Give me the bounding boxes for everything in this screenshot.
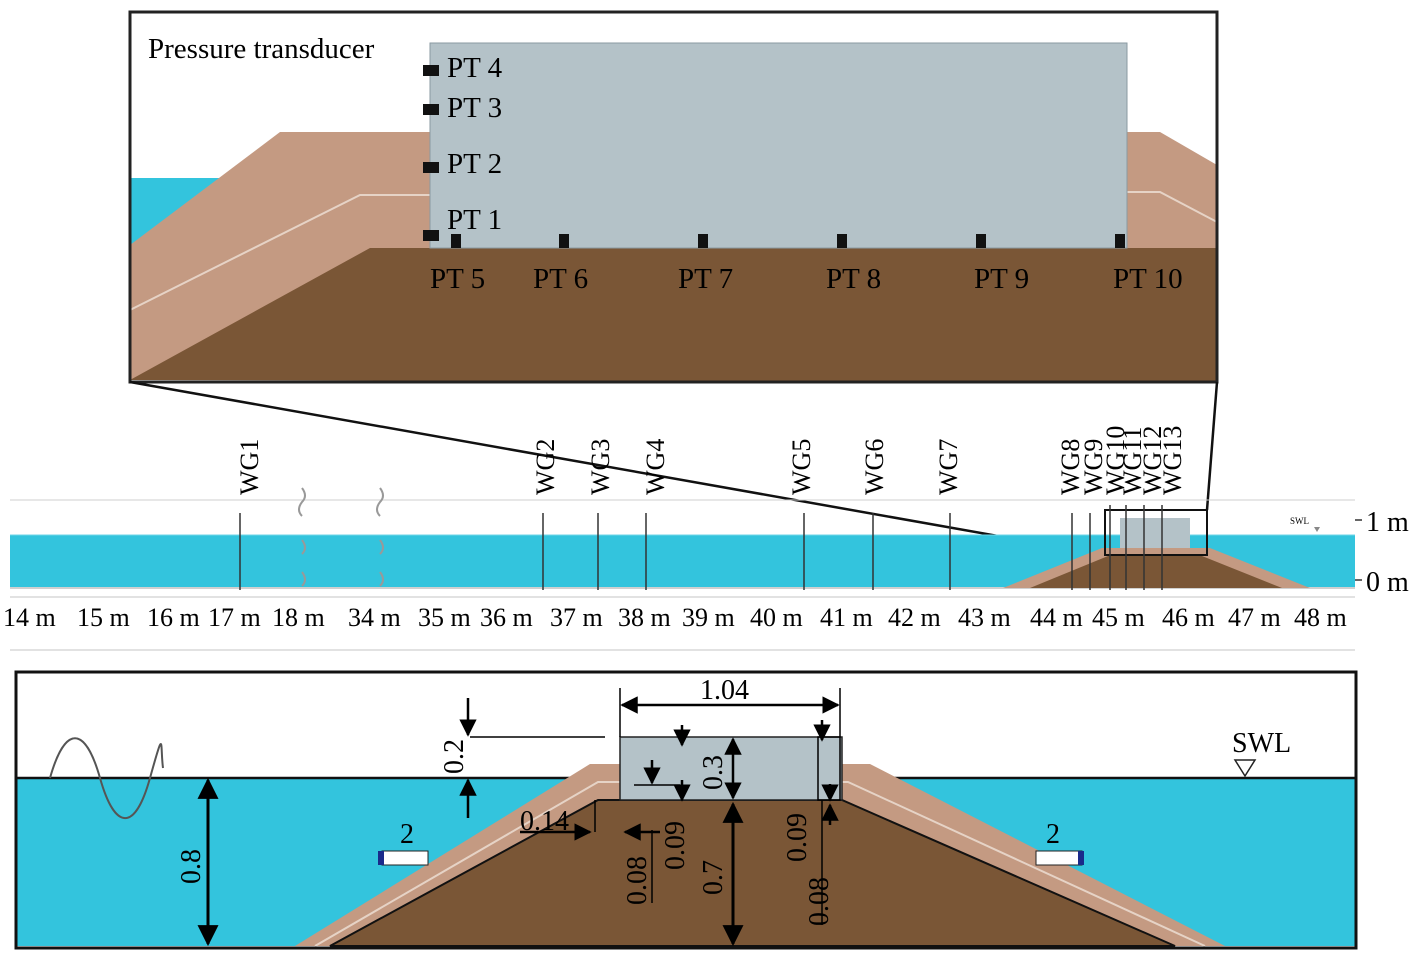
wg1-label: WG1 xyxy=(235,439,264,495)
depth-dim-label: 0.8 xyxy=(176,849,207,884)
tick-39: 39 m xyxy=(682,603,735,632)
base-sensor-group: PT 5 PT 6 PT 7 PT 8 PT 9 PT 10 xyxy=(430,234,1183,295)
tick-17: 17 m xyxy=(208,603,261,632)
pt5-label: PT 5 xyxy=(430,263,485,295)
tick-18: 18 m xyxy=(272,603,325,632)
pt3-label: PT 3 xyxy=(447,92,502,124)
flume-caisson xyxy=(1120,518,1190,548)
tick-34: 34 m xyxy=(348,603,401,632)
wg9-label: WG9 xyxy=(1079,439,1108,495)
wg8-label: WG8 xyxy=(1056,439,1085,495)
pt9-label: PT 9 xyxy=(974,263,1029,295)
berm-dim-label: 0.14 xyxy=(520,806,569,837)
tick-45: 45 m xyxy=(1092,603,1145,632)
wg5-label: WG5 xyxy=(787,439,816,495)
wg13-label: WG13 xyxy=(1158,426,1187,495)
level-0m-label: 0 m xyxy=(1366,567,1409,598)
slope-left-icon xyxy=(381,850,429,866)
wg2-label: WG2 xyxy=(531,439,560,495)
flume-core xyxy=(1030,556,1282,588)
wg12-label: WG12 xyxy=(1138,426,1167,495)
pt8-sensor-icon xyxy=(837,234,847,248)
wg7-label: WG7 xyxy=(934,439,963,495)
flume-swl-label: SWL xyxy=(1290,516,1309,526)
level-1m-label: 1 m xyxy=(1366,507,1409,538)
slope-left-marker xyxy=(378,851,384,865)
pt5-sensor-icon xyxy=(451,234,461,248)
tick-36: 36 m xyxy=(480,603,533,632)
detail-frame xyxy=(128,10,1219,384)
embed-left-b-label: 0.09 xyxy=(660,821,691,870)
flume-view: WG1 WG2 WG3 WG4 WG5 WG6 WG7 WG8 WG9 WG10… xyxy=(3,426,1409,651)
embed-left-a-label: 0.08 xyxy=(622,856,653,905)
slope-right-icon xyxy=(1035,850,1083,866)
section-caisson xyxy=(619,736,843,801)
tick-40: 40 m xyxy=(750,603,803,632)
pt8-label: PT 8 xyxy=(826,263,881,295)
detail-title: Pressure transducer xyxy=(148,33,375,65)
pt9-sensor-icon xyxy=(976,234,986,248)
width-dim-label: 1.04 xyxy=(700,675,749,706)
tick-37: 37 m xyxy=(550,603,603,632)
core-height-label: 0.7 xyxy=(698,860,729,895)
block-height-label: 0.3 xyxy=(698,755,729,790)
pt6-sensor-icon xyxy=(559,234,569,248)
wg4-label: WG4 xyxy=(641,439,670,495)
pt4-sensor-icon xyxy=(423,65,439,76)
zoom-line-left xyxy=(129,380,1106,557)
axis-break-icon xyxy=(376,487,384,587)
tick-47: 47 m xyxy=(1228,603,1281,632)
wave-gauge-labels: WG1 WG2 WG3 WG4 WG5 WG6 WG7 WG8 WG9 WG10… xyxy=(235,426,1187,495)
tick-43: 43 m xyxy=(958,603,1011,632)
caisson xyxy=(429,42,1128,249)
pt4-label: PT 4 xyxy=(447,52,503,84)
left-embankment xyxy=(130,132,430,380)
wg6-label: WG6 xyxy=(860,439,889,495)
slope-right-marker xyxy=(1078,851,1084,865)
swl-triangle-icon xyxy=(1314,527,1320,532)
tick-16: 16 m xyxy=(147,603,200,632)
zoom-box xyxy=(1104,509,1208,556)
pt7-label: PT 7 xyxy=(678,263,733,295)
pt1-label: PT 1 xyxy=(447,204,502,236)
wg11-label: WG11 xyxy=(1118,427,1147,495)
detail-view: Pressure transducer PT 4 PT 3 PT 2 PT 1 … xyxy=(0,0,1418,390)
tick-14: 14 m xyxy=(3,603,56,632)
embed-right-b-label: 0.08 xyxy=(804,877,835,926)
pt6-label: PT 6 xyxy=(533,263,588,295)
pt10-sensor-icon xyxy=(1115,234,1125,248)
tick-38: 38 m xyxy=(618,603,671,632)
embed-right-a-label: 0.09 xyxy=(782,813,813,862)
axis-break-icon xyxy=(298,487,306,587)
distance-axis-ticks: 14 m 15 m 16 m 17 m 18 m 34 m 35 m 36 m … xyxy=(3,603,1347,632)
tick-42: 42 m xyxy=(888,603,941,632)
slope-left-label: 2 xyxy=(400,819,414,850)
pt10-label: PT 10 xyxy=(1113,263,1183,295)
tick-48: 48 m xyxy=(1294,603,1347,632)
swl-label: SWL xyxy=(1232,728,1291,759)
swl-triangle-icon xyxy=(1233,759,1257,778)
wg3-label: WG3 xyxy=(586,439,615,495)
wg10-label: WG10 xyxy=(1101,426,1130,495)
pt2-sensor-icon xyxy=(423,162,439,173)
tick-15: 15 m xyxy=(77,603,130,632)
tick-46: 46 m xyxy=(1162,603,1215,632)
wall-sensor-group: PT 4 PT 3 PT 2 PT 1 xyxy=(423,52,503,241)
pt1-sensor-icon xyxy=(423,230,439,241)
pt3-sensor-icon xyxy=(423,104,439,115)
slope-right-label: 2 xyxy=(1046,819,1060,850)
cross-section: 2 2 SWL 1.04 0.2 0.8 0.3 0.14 0 xyxy=(14,670,1358,950)
tick-35: 35 m xyxy=(418,603,471,632)
section-frame xyxy=(14,670,1358,950)
wave-icon xyxy=(49,737,164,820)
tick-44: 44 m xyxy=(1030,603,1083,632)
soil-floor xyxy=(130,248,1217,382)
freeboard-dim-label: 0.2 xyxy=(439,739,470,774)
zoom-line-right xyxy=(1205,381,1219,511)
pt7-sensor-icon xyxy=(698,234,708,248)
wave-gauge-lines xyxy=(239,505,1163,590)
tick-41: 41 m xyxy=(820,603,873,632)
pt2-label: PT 2 xyxy=(447,148,502,180)
